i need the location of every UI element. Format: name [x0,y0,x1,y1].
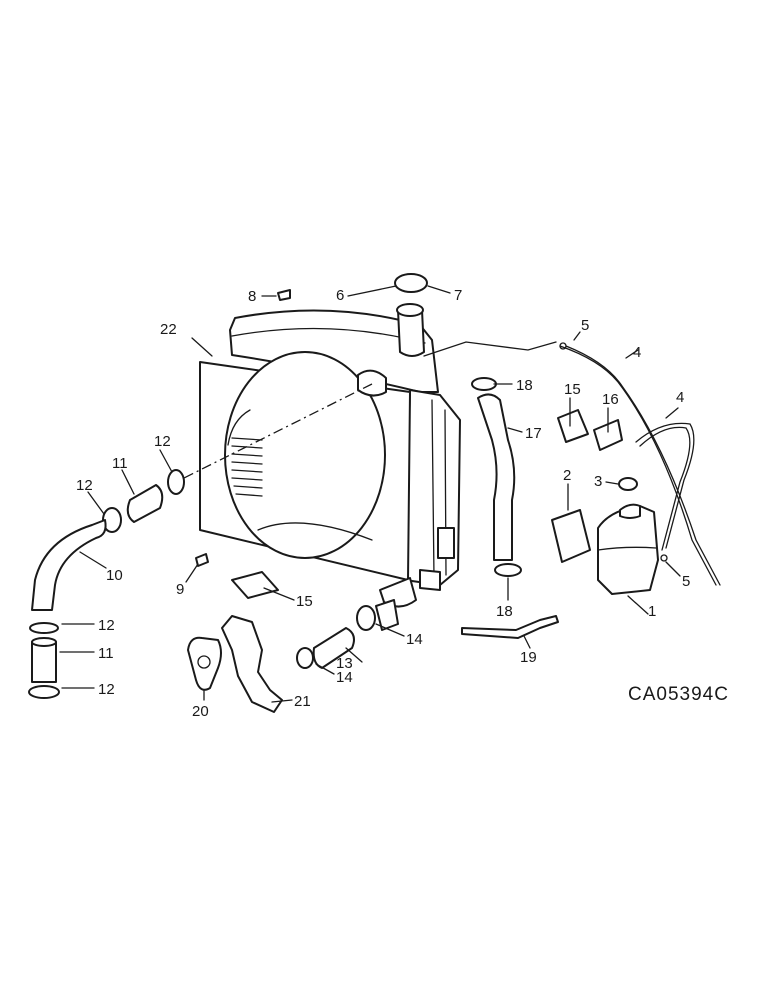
lower-outlet [379,577,417,608]
callout-10: 10 [106,567,123,584]
callout-12: 12 [98,617,115,634]
elbow-hose [31,519,107,611]
callout-1: 1 [648,603,656,620]
upper-hose [126,484,164,523]
hose-clamp [356,605,376,631]
coolant-recovery-bottle [597,503,659,595]
upper-outlet [357,369,387,397]
callout-3: 3 [594,473,602,490]
callout-17: 17 [525,425,542,442]
callout-18: 18 [496,603,513,620]
mounting-plate [231,571,279,599]
callout-4: 4 [676,389,684,406]
callout-22: 22 [160,321,177,338]
callout-12: 12 [154,433,171,450]
callout-15: 15 [564,381,581,398]
callout-6: 6 [336,287,344,304]
mounting-plate [557,409,589,443]
hose-clamp [494,563,522,577]
drawing-code: CA05394C [628,684,729,705]
callout-16: 16 [602,391,619,408]
callout-21: 21 [294,693,311,710]
screw [195,553,209,567]
bottle-mounting-plate [551,509,591,563]
callout-14: 14 [336,669,353,686]
callout-8: 8 [248,288,256,305]
bottle-bracket [593,419,623,451]
vent-plug [277,289,291,301]
leader-lines [59,285,681,703]
callout-labels: 1 2 3 4 4 5 5 6 7 8 9 10 11 11 12 12 12 … [76,287,690,720]
callout-7: 7 [454,287,462,304]
callout-19: 19 [520,649,537,666]
callout-12: 12 [76,477,93,494]
lower-hose [31,641,57,683]
callout-5: 5 [581,317,589,334]
callout-2: 2 [563,467,571,484]
callout-13: 13 [336,655,353,672]
callout-4: 4 [633,344,641,361]
callout-5: 5 [682,573,690,590]
callout-18: 18 [516,377,533,394]
outlet-flange [187,636,222,691]
overflow-line [423,341,557,357]
bottom-hose-connector [375,599,399,631]
callout-11: 11 [112,455,128,472]
support-bracket [461,615,559,639]
fan-shroud-opening [224,351,386,559]
bottle-tube [635,422,695,549]
assembly-centerline [179,383,373,481]
bypass-hose [477,393,516,561]
outlet-elbow [221,615,283,713]
hose-clamp [296,647,314,669]
tube-clip [660,554,668,562]
side-bracket [437,527,455,559]
hose-clamp [28,685,60,699]
hose-clamp [471,377,497,391]
callout-12: 12 [98,681,115,698]
callout-9: 9 [176,581,184,598]
callout-20: 20 [192,703,209,720]
bottom-hose [312,627,355,669]
radiator-assembly [199,303,557,608]
callout-14: 14 [406,631,423,648]
tube-clip [559,342,567,350]
radiator-cap [394,273,428,293]
bottle-cap [618,477,638,491]
overflow-tube [559,345,717,586]
hose-clamp [167,469,185,495]
callout-15: 15 [296,593,313,610]
hose-clamp [29,622,59,634]
callout-11: 11 [98,645,114,662]
